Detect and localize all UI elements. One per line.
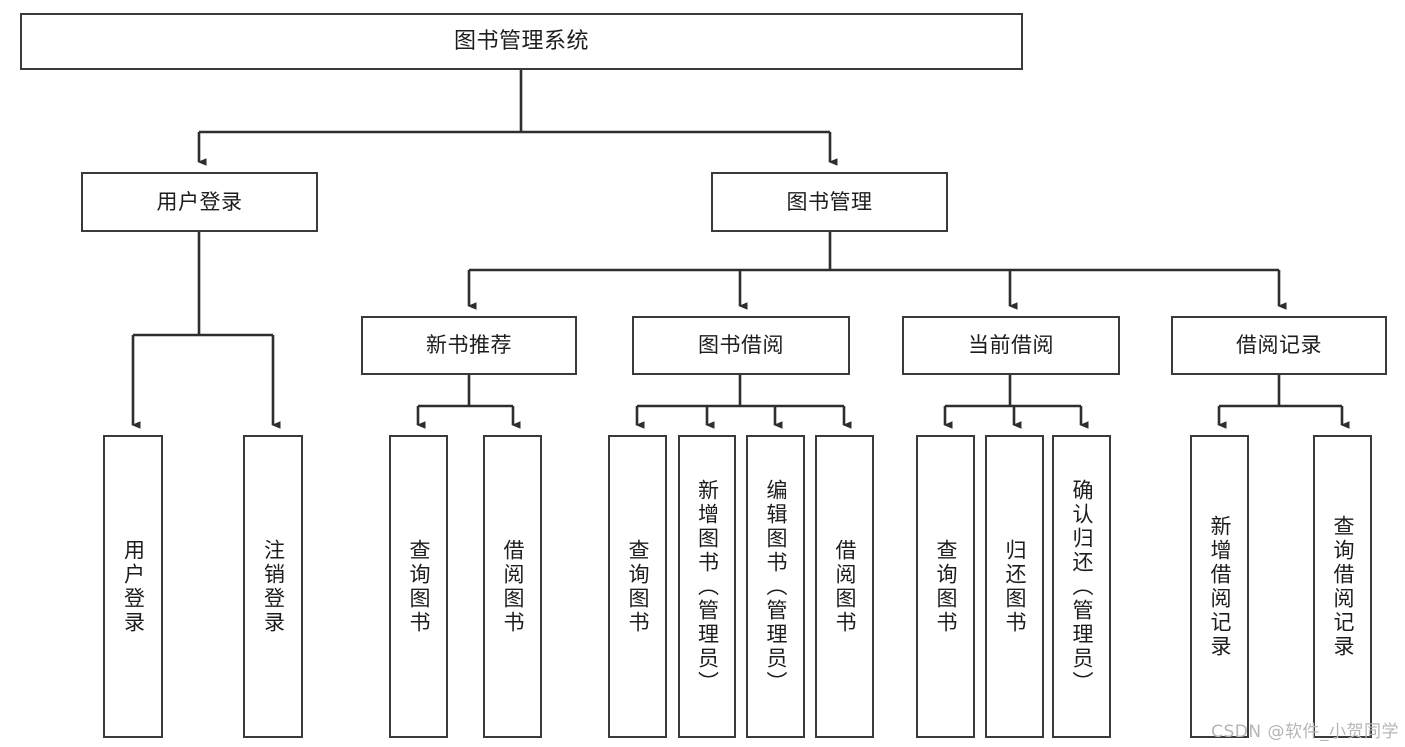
node-new-book-recommend[interactable]: 新书推荐 — [361, 316, 577, 375]
node-root-label: 图书管理系统 — [453, 28, 589, 54]
node-logout-leaf-label: 注销登录 — [261, 538, 286, 635]
node-current-borrow-label: 当前借阅 — [968, 333, 1054, 358]
node-add-book-admin-label: 新增图书（管理员） — [695, 478, 720, 695]
node-confirm-return-admin-label: 确认归还（管理员） — [1070, 478, 1094, 695]
node-query-book-current[interactable]: 查询图书 — [916, 435, 975, 738]
node-edit-book-admin[interactable]: 编辑图书（管理员） — [746, 435, 805, 738]
node-new-book-recommend-label: 新书推荐 — [426, 333, 512, 358]
node-book-borrow-label: 图书借阅 — [698, 333, 784, 358]
node-query-book-borrow[interactable]: 查询图书 — [608, 435, 667, 738]
node-query-book-borrow-label: 查询图书 — [626, 538, 650, 635]
node-query-book-rec[interactable]: 查询图书 — [389, 435, 448, 738]
node-query-book-rec-label: 查询图书 — [407, 538, 431, 635]
node-edit-book-admin-label: 编辑图书（管理员） — [764, 478, 788, 695]
node-root[interactable]: 图书管理系统 — [20, 13, 1023, 70]
node-add-borrow-record[interactable]: 新增借阅记录 — [1190, 435, 1249, 738]
node-confirm-return-admin[interactable]: 确认归还（管理员） — [1052, 435, 1111, 738]
node-borrow-book[interactable]: 借阅图书 — [815, 435, 874, 738]
node-logout-leaf[interactable]: 注销登录 — [243, 435, 303, 738]
node-query-borrow-record[interactable]: 查询借阅记录 — [1313, 435, 1372, 738]
node-user-login-label: 用户登录 — [156, 189, 243, 214]
node-borrow-book-rec[interactable]: 借阅图书 — [483, 435, 542, 738]
node-current-borrow[interactable]: 当前借阅 — [902, 316, 1120, 375]
node-book-borrow[interactable]: 图书借阅 — [632, 316, 850, 375]
node-borrow-record-label: 借阅记录 — [1236, 333, 1322, 358]
node-return-book[interactable]: 归还图书 — [985, 435, 1044, 738]
node-return-book-label: 归还图书 — [1003, 538, 1027, 635]
node-borrow-book-rec-label: 借阅图书 — [501, 538, 525, 635]
node-user-login[interactable]: 用户登录 — [81, 172, 318, 232]
node-user-login-leaf-label: 用户登录 — [121, 538, 146, 635]
node-borrow-record[interactable]: 借阅记录 — [1171, 316, 1387, 375]
node-add-book-admin[interactable]: 新增图书（管理员） — [678, 435, 736, 738]
node-query-borrow-record-label: 查询借阅记录 — [1331, 514, 1355, 659]
node-add-borrow-record-label: 新增借阅记录 — [1208, 514, 1232, 659]
watermark-text: CSDN @软件_小贺同学 — [1211, 722, 1399, 742]
node-book-manage[interactable]: 图书管理 — [711, 172, 948, 232]
node-query-book-current-label: 查询图书 — [934, 538, 958, 635]
node-user-login-leaf[interactable]: 用户登录 — [103, 435, 163, 738]
node-borrow-book-label: 借阅图书 — [833, 538, 857, 635]
node-book-manage-label: 图书管理 — [786, 189, 873, 214]
